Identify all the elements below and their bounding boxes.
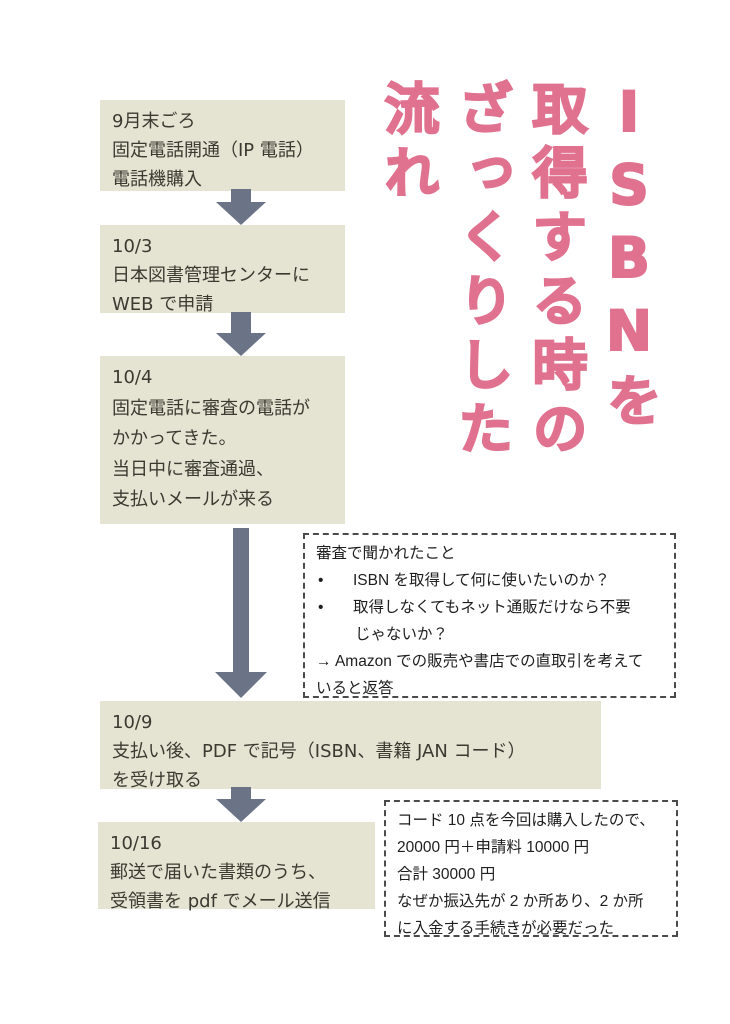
step-line: 9月末ごろ (112, 111, 196, 132)
note-line-text: じゃないか？ (355, 626, 449, 643)
note-heading: 審査で聞かれたこと (316, 545, 456, 562)
flow-step-4: 10/9 支払い後、PDF で記号（ISBN、書籍 JAN コード） を受け取る (100, 701, 601, 791)
flow-step-1: 9月末ごろ 固定電話開通（IP 電話） 電話機購入 (100, 100, 345, 191)
arrow-shaft (231, 189, 251, 202)
title-line: ざっくりした (448, 79, 514, 465)
step-line: を受け取る (112, 770, 202, 791)
note-line-text: 20000 円＋申請料 10000 円 (397, 839, 590, 856)
step-line: 支払いメールが来る (112, 489, 274, 510)
flow-step-5: 10/16 郵送で届いた書類のうち、 受領書を pdf でメール送信 (98, 822, 375, 912)
note-line-text: に入金する手続きが必要だった (397, 920, 615, 937)
arrow-head (216, 799, 266, 822)
step-line: 支払い後、PDF で記号（ISBN、書籍 JAN コード） (112, 741, 526, 762)
arrow-down-icon (216, 787, 266, 822)
flow-step-2: 10/3 日本図書管理センターに WEB で申請 (100, 225, 345, 315)
step-line: 受領書を pdf でメール送信 (110, 891, 331, 912)
arrow-shaft (233, 528, 249, 672)
arrow-head (215, 672, 267, 698)
step-line: 固定電話開通（IP 電話） (112, 140, 314, 161)
step-line: 10/16 (110, 833, 162, 854)
step-line: 10/3 (112, 236, 153, 257)
arrow-down-icon (216, 312, 266, 356)
arrow-head (216, 333, 266, 356)
step-line: 電話機購入 (112, 169, 202, 190)
review-note: 審査で聞かれたこと • ISBN を取得して何に使いたいのか？ • 取得しなくて… (303, 533, 676, 698)
arrow-down-icon (215, 528, 267, 698)
step-line: かかってきた。 (112, 428, 237, 449)
step-line: 郵送で届いた書類のうち、 (110, 862, 326, 883)
cost-note: コード 10 点を今回は購入したので、 20000 円＋申請料 10000 円 … (384, 800, 678, 937)
bullet-icon: • (318, 599, 324, 616)
note-line-text: 合計 30000 円 (397, 866, 496, 883)
title-line: 取得する時の (522, 79, 588, 465)
title-line: ISBNを (596, 79, 662, 437)
arrow-down-icon (216, 189, 266, 225)
note-line-text: 取得しなくてもネット通販だけなら不要 (353, 599, 631, 616)
step-line: 10/4 (112, 367, 153, 388)
step-line: 固定電話に審査の電話が (112, 397, 310, 419)
note-line-text: なぜか振込先が 2 か所あり、2 か所 (397, 893, 644, 910)
step-line: WEB で申請 (112, 294, 214, 315)
note-bullet-item: • 取得しなくてもネット通販だけなら不要 (316, 594, 663, 621)
poster-title: ISBNを 取得する時の ざっくりした 流れ (370, 79, 666, 620)
arrow-head (216, 202, 266, 225)
step-line: 10/9 (112, 712, 153, 733)
note-line-text: いると返答 (316, 680, 394, 697)
step-line: 日本図書管理センターに (112, 265, 310, 286)
title-line: 流れ (374, 79, 440, 209)
arrow-shaft (231, 787, 251, 799)
note-line-text: → Amazon での販売や書店での直取引を考えて (316, 653, 644, 670)
flow-step-3: 10/4 固定電話に審査の電話が かかってきた。 当日中に審査通過、 支払いメー… (100, 356, 345, 524)
note-line-text: コード 10 点を今回は購入したので、 (397, 812, 655, 829)
bullet-icon: • (318, 572, 324, 589)
note-line-text: ISBN を取得して何に使いたいのか？ (353, 572, 611, 589)
note-bullet-item: • ISBN を取得して何に使いたいのか？ (316, 567, 663, 594)
arrow-shaft (231, 312, 251, 333)
step-line: 当日中に審査通過、 (112, 458, 274, 480)
